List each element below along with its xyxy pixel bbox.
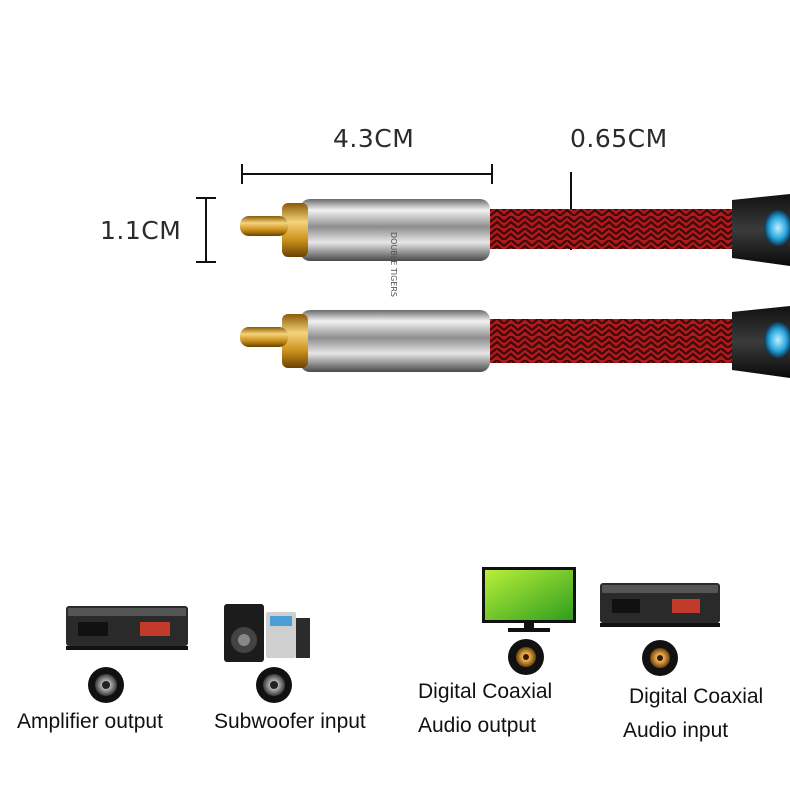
plug-diameter-dimension-line bbox=[196, 197, 216, 263]
coaxial-input-label-line2: Audio input bbox=[623, 719, 729, 742]
subwoofer-input-label: Subwoofer input bbox=[214, 710, 366, 733]
coaxial-output-label-line2: Audio output bbox=[418, 714, 536, 737]
rca-port-icon bbox=[256, 667, 292, 703]
amplifier-icon bbox=[600, 583, 720, 627]
length-dimension-line bbox=[241, 164, 493, 184]
amplifier-output-label: Amplifier output bbox=[17, 710, 163, 733]
plug-branding-icon: DOUBLE TIGERS bbox=[389, 232, 398, 297]
speaker-system-icon bbox=[224, 604, 310, 662]
length-label: 4.3CM bbox=[333, 124, 415, 153]
amplifier-icon bbox=[66, 606, 188, 650]
coaxial-port-icon bbox=[508, 639, 544, 675]
coaxial-output-label-line1: Digital Coaxial bbox=[418, 680, 553, 703]
rca-cable-bottom bbox=[240, 306, 790, 378]
rca-port-icon bbox=[88, 667, 124, 703]
coaxial-port-icon bbox=[642, 640, 678, 676]
coaxial-input-label-line1: Digital Coaxial bbox=[629, 685, 764, 708]
plug-diameter-label: 1.1CM bbox=[100, 216, 182, 245]
tv-icon bbox=[482, 567, 576, 632]
cable-diameter-label: 0.65CM bbox=[570, 124, 668, 153]
rca-cable-top: DOUBLE TIGERS bbox=[240, 194, 790, 297]
